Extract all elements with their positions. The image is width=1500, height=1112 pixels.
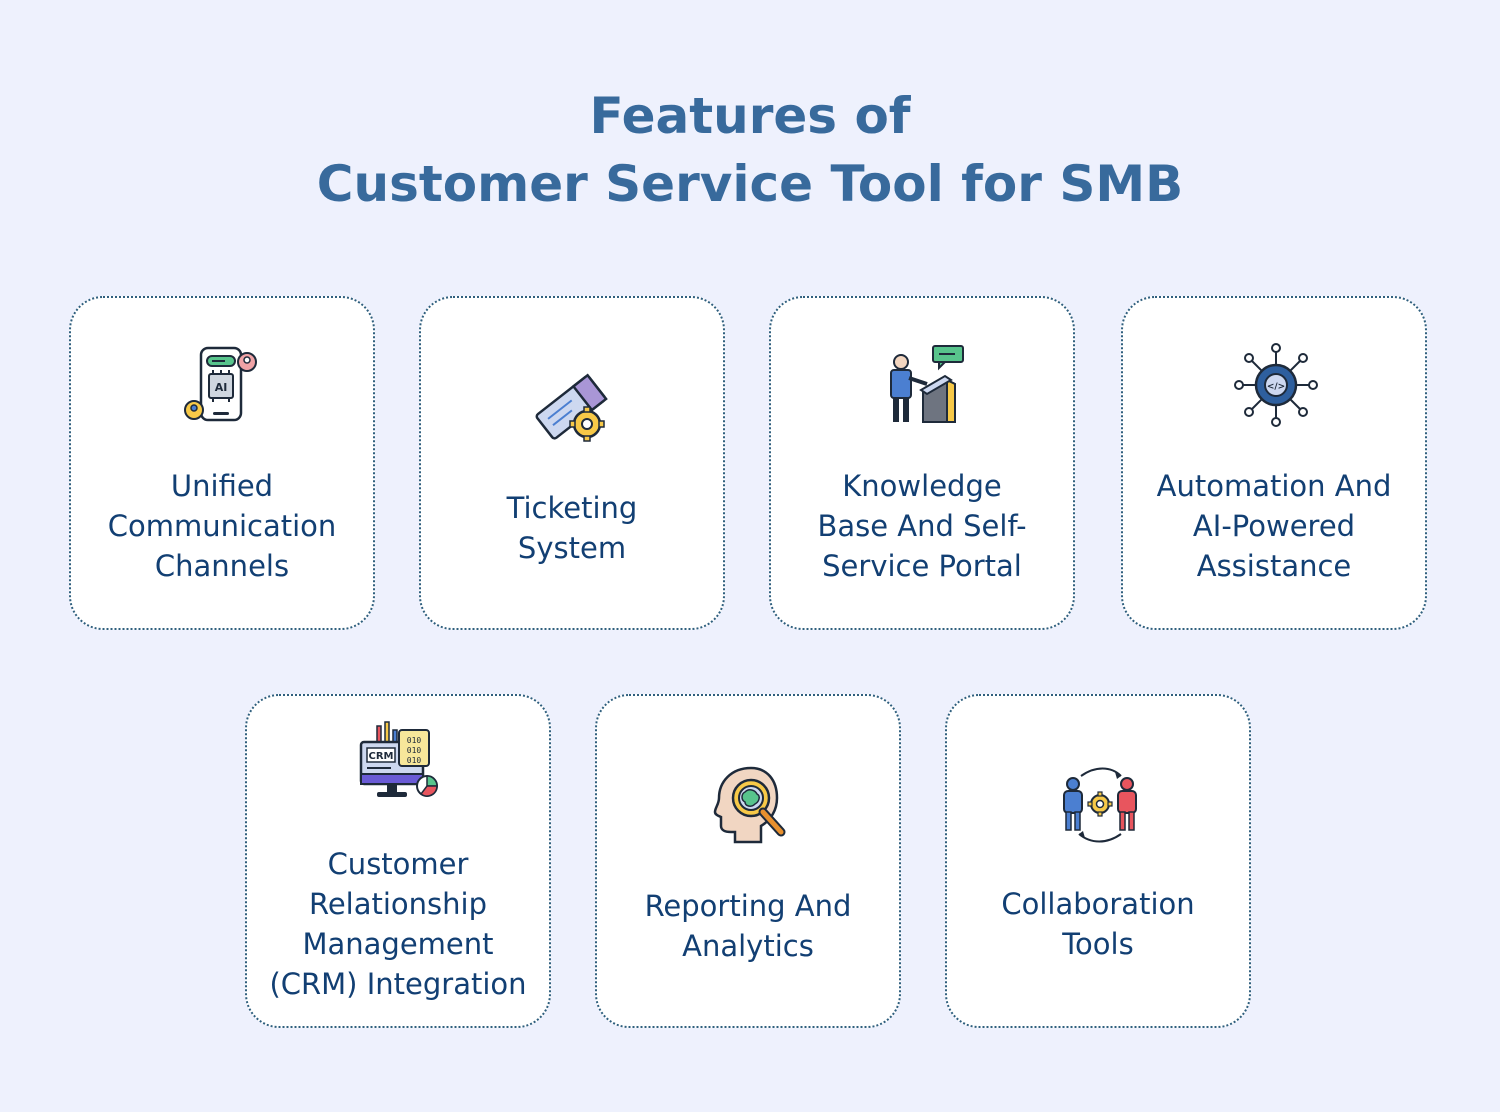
feature-label-line: Communication bbox=[107, 509, 337, 543]
svg-text:010: 010 bbox=[407, 746, 422, 755]
feature-label: Knowledge Base And Self- Service Portal bbox=[771, 466, 1073, 586]
page-title-line-1: Features of bbox=[589, 87, 911, 145]
feature-label: Reporting And Analytics bbox=[597, 886, 899, 966]
self-service-kiosk-icon bbox=[879, 340, 969, 430]
svg-text:AI: AI bbox=[215, 381, 228, 394]
feature-label-line: (CRM) Integration bbox=[269, 967, 527, 1001]
feature-card-crm-integration: CRM 010 010 010 Customer Relationship Ma… bbox=[245, 694, 551, 1028]
feature-card-unified-communication: AI Unified Communication Channels bbox=[69, 296, 375, 630]
feature-label-line: Tools bbox=[1062, 927, 1134, 961]
feature-label-line: AI-Powered bbox=[1192, 509, 1356, 543]
svg-text:CRM: CRM bbox=[369, 751, 394, 762]
feature-card-collaboration-tools: Collaboration Tools bbox=[945, 694, 1251, 1028]
feature-label-line: Unified bbox=[170, 469, 274, 503]
feature-label: Collaboration Tools bbox=[947, 884, 1249, 964]
feature-label-line: Customer bbox=[327, 847, 469, 881]
feature-label-line: Knowledge bbox=[842, 469, 1002, 503]
feature-label-line: Base And Self- bbox=[817, 509, 1027, 543]
feature-label-line: Relationship bbox=[308, 887, 488, 921]
ai-network-gear-icon: </> bbox=[1231, 340, 1321, 430]
feature-label-line: Analytics bbox=[682, 929, 814, 963]
feature-card-automation-ai: </> Automation And AI-Powered Assistance bbox=[1121, 296, 1427, 630]
feature-label-line: Ticketing bbox=[506, 491, 638, 525]
feature-label-line: Reporting And bbox=[644, 889, 852, 923]
feature-label: Ticketing System bbox=[421, 488, 723, 568]
team-collaboration-icon bbox=[1055, 760, 1145, 850]
svg-text:010: 010 bbox=[407, 756, 422, 765]
feature-card-reporting-analytics: Reporting And Analytics bbox=[595, 694, 901, 1028]
feature-label-line: Service Portal bbox=[822, 549, 1022, 583]
ai-chat-phone-icon: AI bbox=[179, 340, 269, 430]
page-title-line-2: Customer Service Tool for SMB bbox=[316, 155, 1184, 213]
crm-monitor-icon: CRM 010 010 010 bbox=[355, 718, 445, 808]
feature-label-line: System bbox=[517, 531, 627, 565]
feature-card-knowledge-base: Knowledge Base And Self- Service Portal bbox=[769, 296, 1075, 630]
feature-label-line: Assistance bbox=[1196, 549, 1352, 583]
svg-text:010: 010 bbox=[407, 736, 422, 745]
feature-label-line: Management bbox=[302, 927, 494, 961]
svg-text:</>: </> bbox=[1267, 382, 1285, 392]
ticket-gear-icon bbox=[529, 364, 619, 454]
page-title: Features of Customer Service Tool for SM… bbox=[0, 82, 1500, 218]
feature-card-ticketing-system: Ticketing System bbox=[419, 296, 725, 630]
head-magnifier-icon bbox=[705, 760, 795, 850]
feature-label: Automation And AI-Powered Assistance bbox=[1123, 466, 1425, 586]
feature-label-line: Channels bbox=[154, 549, 290, 583]
feature-label: Unified Communication Channels bbox=[71, 466, 373, 586]
feature-label: Customer Relationship Management (CRM) I… bbox=[247, 844, 549, 1004]
feature-label-line: Automation And bbox=[1156, 469, 1392, 503]
feature-label-line: Collaboration bbox=[1001, 887, 1195, 921]
